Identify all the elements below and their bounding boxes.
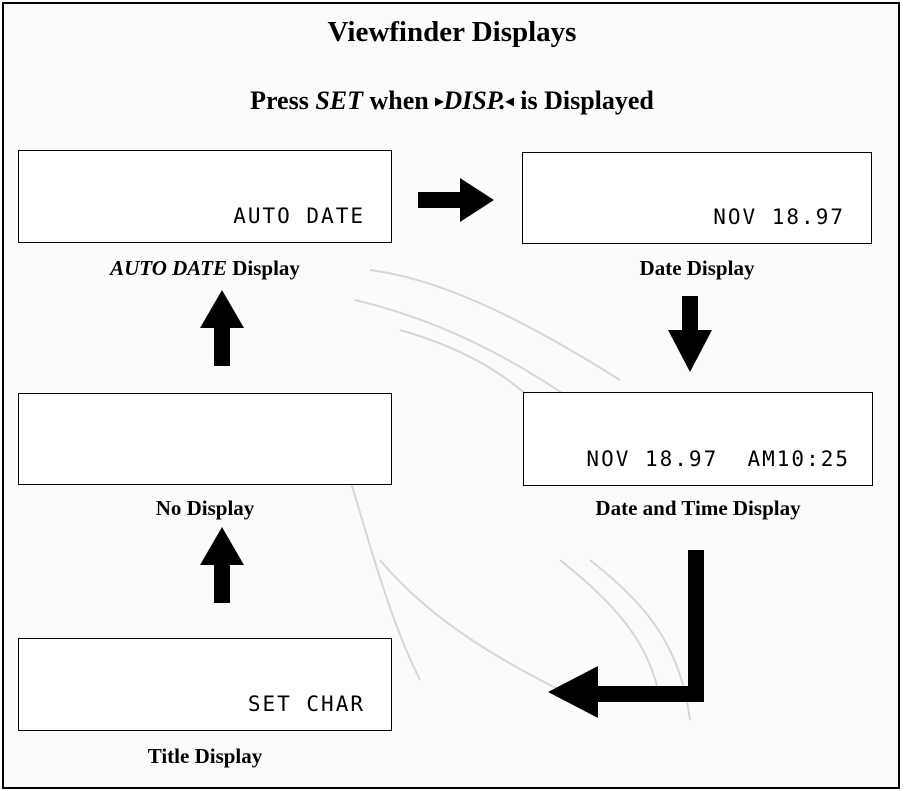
auto-date-screen-text: AUTO DATE (233, 204, 365, 228)
arrow-corner-left-icon (548, 550, 704, 718)
diagram-subtitle: Press SET when ▸DISP.◂ is Displayed (0, 86, 904, 116)
date-time-caption: Date and Time Display (595, 496, 801, 520)
arrow-up-icon-upper (200, 290, 244, 366)
date-caption: Date Display (639, 256, 755, 280)
subtitle-item: DISP. (443, 86, 506, 115)
auto-date-screen: AUTO DATE (18, 150, 392, 243)
title-display-screen: SET CHAR (18, 638, 392, 731)
date-screen: NOV 18.97 (522, 152, 872, 244)
subtitle-middle: when (363, 86, 436, 115)
title-display-screen-text: SET CHAR (247, 692, 365, 716)
auto-date-caption-em: AUTO DATE (110, 256, 227, 280)
arrow-right-icon (418, 178, 494, 222)
auto-date-caption: AUTO DATE Display (18, 256, 392, 281)
left-marker-icon: ▸ (435, 93, 444, 110)
right-marker-icon: ◂ (505, 93, 514, 110)
arrow-up-icon-lower (200, 527, 244, 603)
subtitle-prefix: Press (250, 86, 316, 115)
diagram-title: Viewfinder Displays (327, 16, 577, 48)
subtitle-key: SET (315, 86, 364, 115)
date-time-screen: NOV 18.97 AM10:25 (523, 392, 873, 486)
date-screen-text: NOV 18.97 (713, 205, 845, 229)
arrow-down-icon (668, 296, 712, 372)
date-time-screen-text: NOV 18.97 AM10:25 (586, 447, 850, 471)
auto-date-caption-rest: Display (226, 256, 300, 280)
title-display-caption: Title Display (147, 744, 263, 768)
no-display-screen (18, 393, 392, 485)
subtitle-suffix: is Displayed (513, 86, 654, 115)
no-display-caption: No Display (155, 496, 255, 520)
